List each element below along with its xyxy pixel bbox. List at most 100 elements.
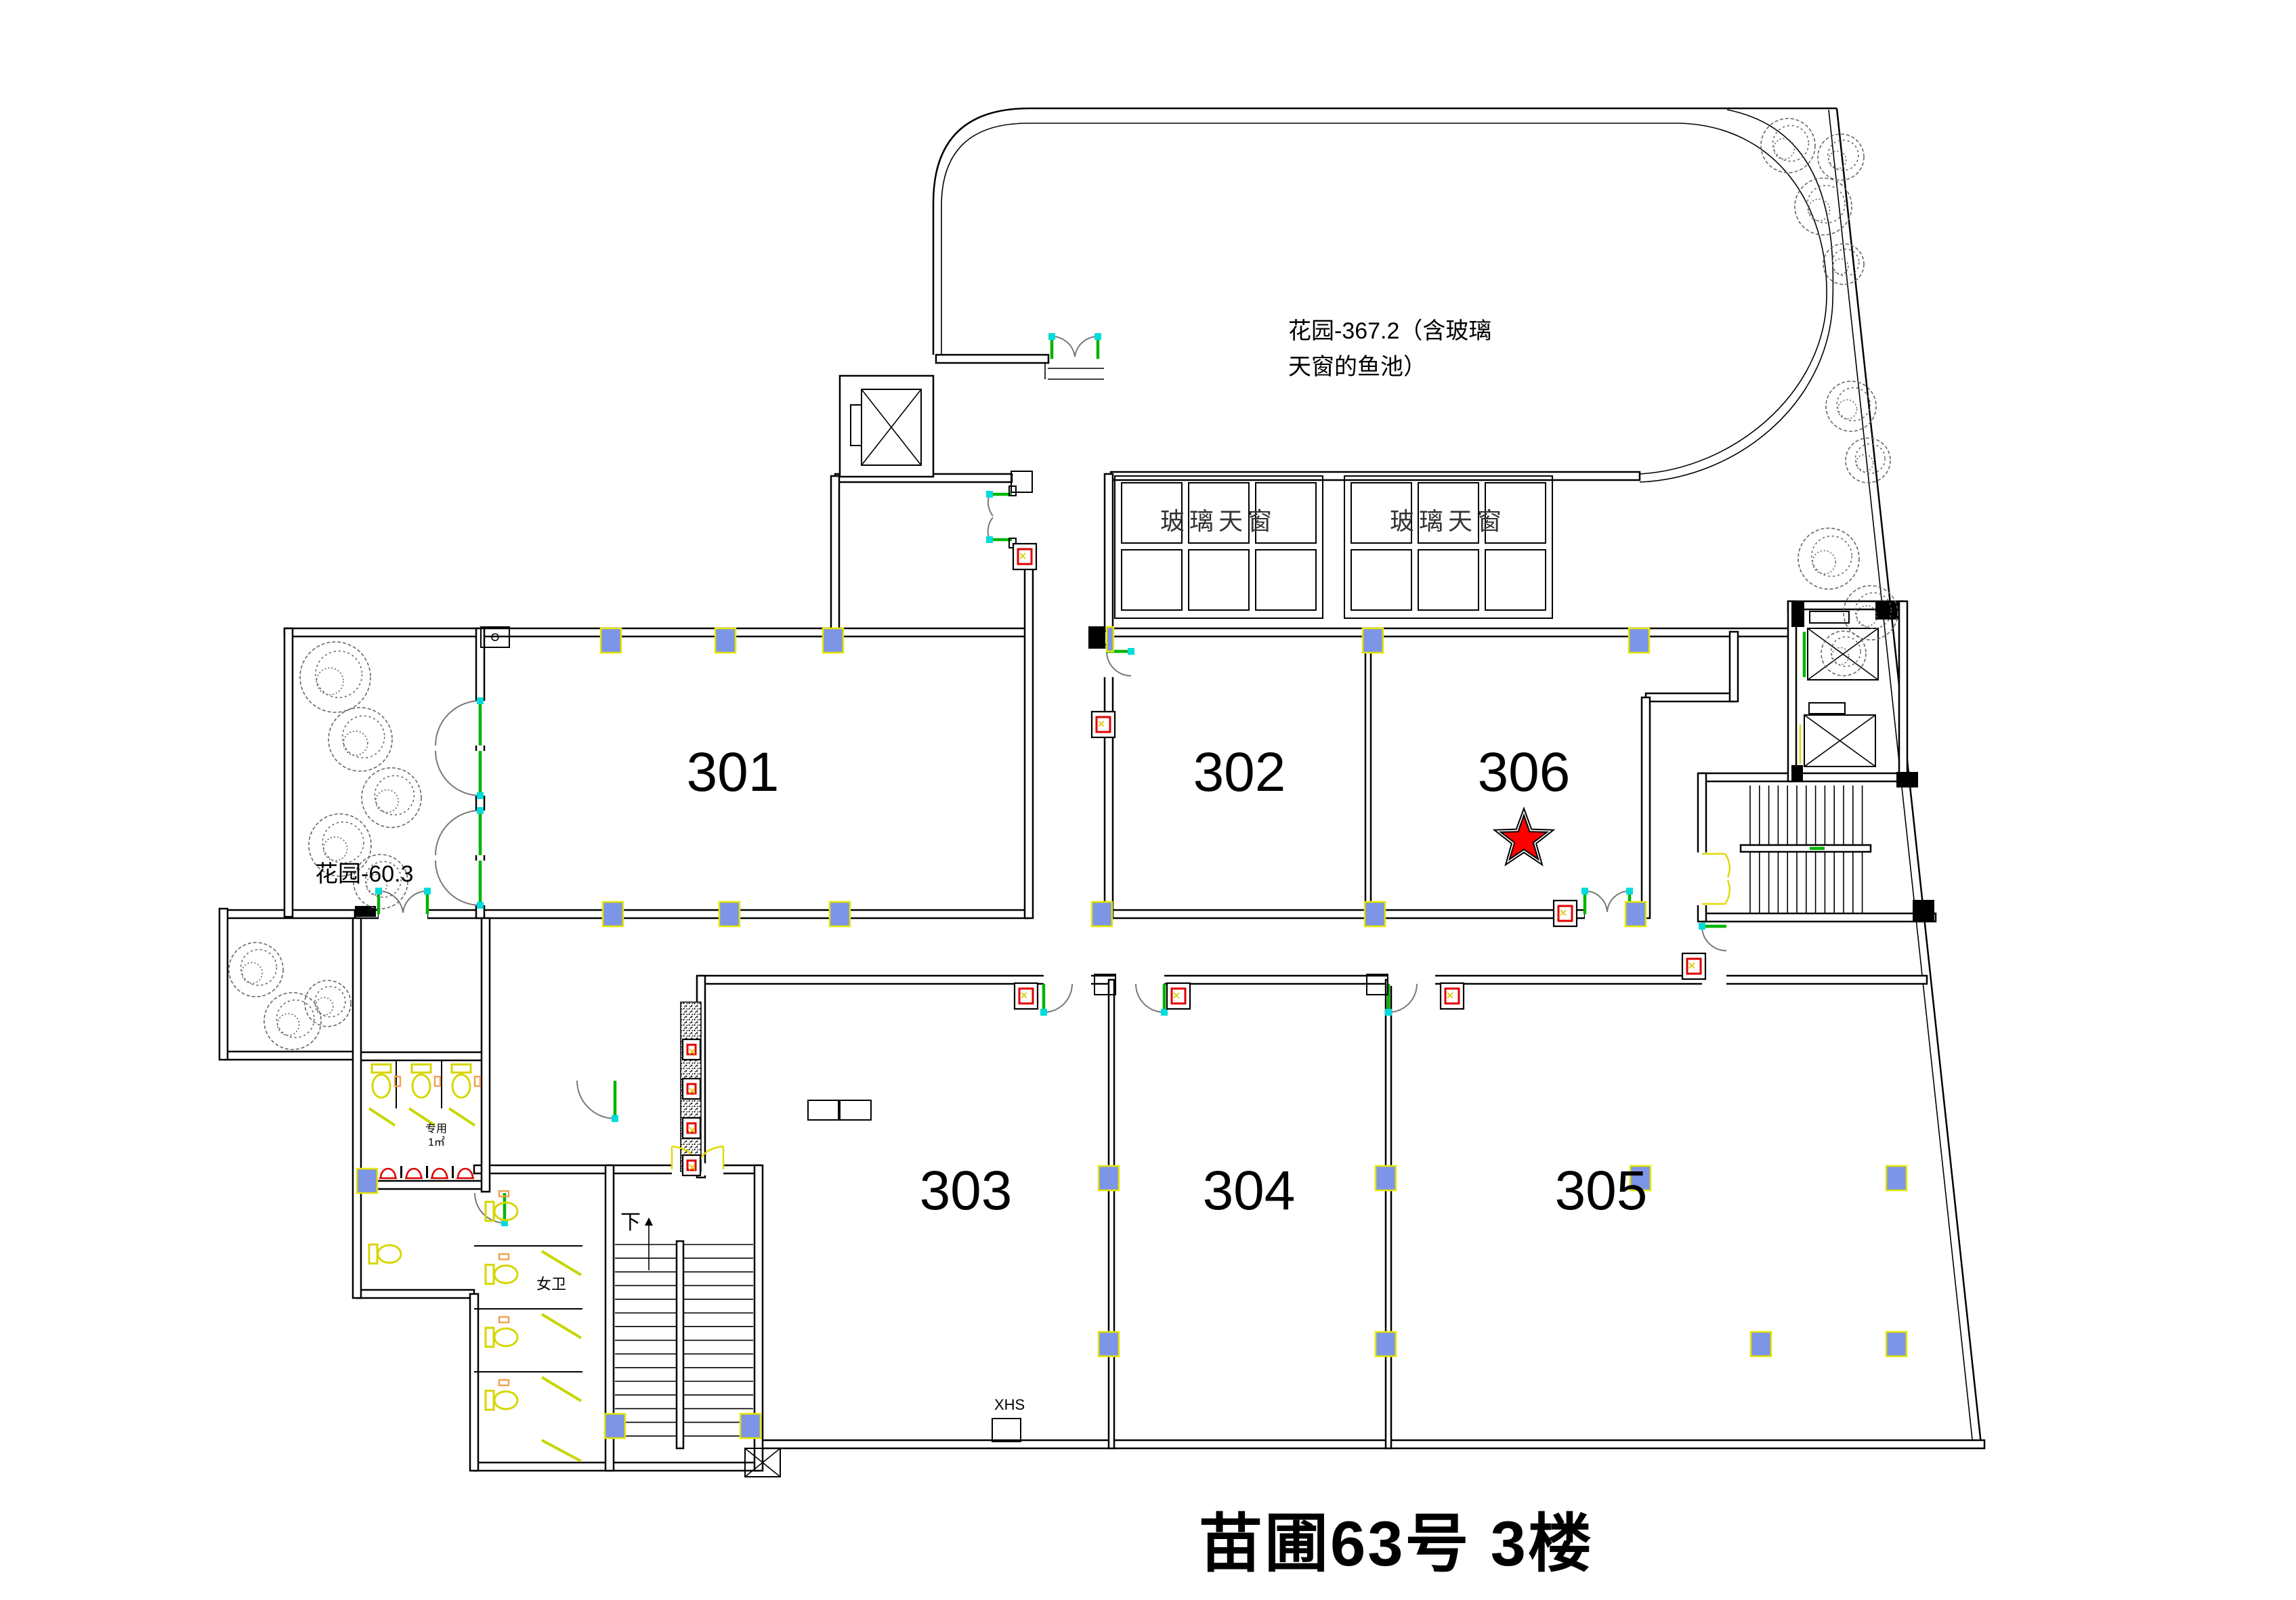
blue-column [822,627,845,654]
path [448,1107,476,1127]
door-hinge-tick [477,807,484,814]
wall-column-box [1094,974,1116,995]
black-column [355,906,376,917]
skylight-grid-b-cell [1418,482,1479,544]
toilet-bowl [411,1073,431,1099]
wall-h [700,974,1928,985]
wall-v [480,917,491,1193]
blue-column [1097,1331,1120,1358]
urinal-divider [426,1166,428,1178]
door-gap [1050,353,1098,365]
wall-v [1640,696,1651,920]
toilet-bowl [493,1327,519,1347]
path [378,890,404,913]
toilet-acc [394,1075,402,1087]
plan-title: 苗圃63号 3楼 [1199,1508,1594,1579]
tree-symbol [361,767,422,828]
toilet-acc [473,1075,482,1087]
garden-left-label: 花园-60.3 [315,861,414,887]
door-hinge-tick [612,1115,618,1122]
hydrant-glyph [1688,962,1695,969]
blue-column [1097,1165,1120,1192]
wall-h [757,1439,1986,1450]
path [576,1080,616,1119]
door-hinge-tick [1626,888,1633,894]
wall-v [1898,600,1909,784]
door-hinge-tick [1094,333,1101,340]
urinal-divider [400,1166,402,1178]
door-hinge-tick [986,491,993,498]
tree-symbol [1843,585,1898,641]
path [435,810,481,856]
skylight-grid-a-cell [1188,482,1250,544]
wall-v [1787,600,1798,783]
blue-column [1629,1165,1652,1192]
hydrant-glyph [689,1127,696,1133]
wall-h [1701,912,1937,923]
room-306-star-marker [1498,813,1550,861]
toilet-tank [484,1263,495,1285]
wall-h [473,1461,760,1472]
hydrant-glyph [689,1164,696,1171]
wc-toilet [377,1244,402,1264]
room-label-301: 301 [687,741,780,803]
skylight-label-b: 玻璃天窗 [1390,507,1506,535]
path [1106,651,1132,676]
black-column [1875,601,1899,620]
toilet-tank [410,1063,432,1074]
hydrant-glyph [1447,992,1453,999]
path [435,860,481,906]
door-hinge-tick [1040,1009,1047,1016]
toilet-acc [498,1379,510,1387]
toilet-acc [433,1075,442,1087]
wall-v [283,627,294,918]
toilet-bowl [493,1390,519,1410]
blue-column [603,1412,626,1440]
counter [839,1100,872,1121]
fixture-dot [491,633,499,641]
wall-v [753,1164,764,1472]
toilet-bowl [451,1073,471,1099]
tree-symbol [1760,118,1816,173]
toilet-bowl [371,1073,391,1099]
blue-column [1628,627,1651,654]
path [456,1167,474,1179]
hydrant-glyph [1560,909,1567,916]
tree-symbol [308,813,372,877]
blue-column [714,627,737,654]
skylight-grid-b-cell [1351,549,1412,611]
path [1607,890,1630,913]
line [1807,628,1879,680]
skylight-grid-a-cell [1255,549,1317,611]
wall-h [1644,692,1735,703]
door-hinge-tick [1128,648,1134,655]
wall-h [356,1051,487,1062]
garden-inner-boundary [941,123,1827,475]
path [1701,926,1727,951]
door-hinge-tick [477,902,484,909]
wall-h [222,1050,356,1061]
wall-v [1728,630,1739,703]
skylight-grid-b-cell [1485,549,1546,611]
tree-symbol [1845,437,1891,483]
toilet-bowl [493,1201,519,1221]
toilet-tank [450,1063,472,1074]
blue-column [1885,1331,1908,1358]
skylight-grid-b [1344,475,1553,619]
path [368,1107,396,1127]
door-hinge-tick [1161,1009,1168,1016]
stairs-down-label: 下 [620,1211,641,1234]
wall-v [1023,567,1034,920]
path [431,1167,448,1179]
toilet-acc [498,1190,510,1198]
wall-column-box [1011,471,1033,493]
elevator-niche [850,404,862,446]
door-gap [1702,974,1726,986]
path [1724,853,1731,878]
blue-column [1090,901,1113,928]
blue-column [1105,626,1115,653]
door-hinge-tick [1581,888,1588,894]
tree-symbol [228,942,284,997]
blue-column [599,627,622,654]
blue-column [1624,901,1647,928]
